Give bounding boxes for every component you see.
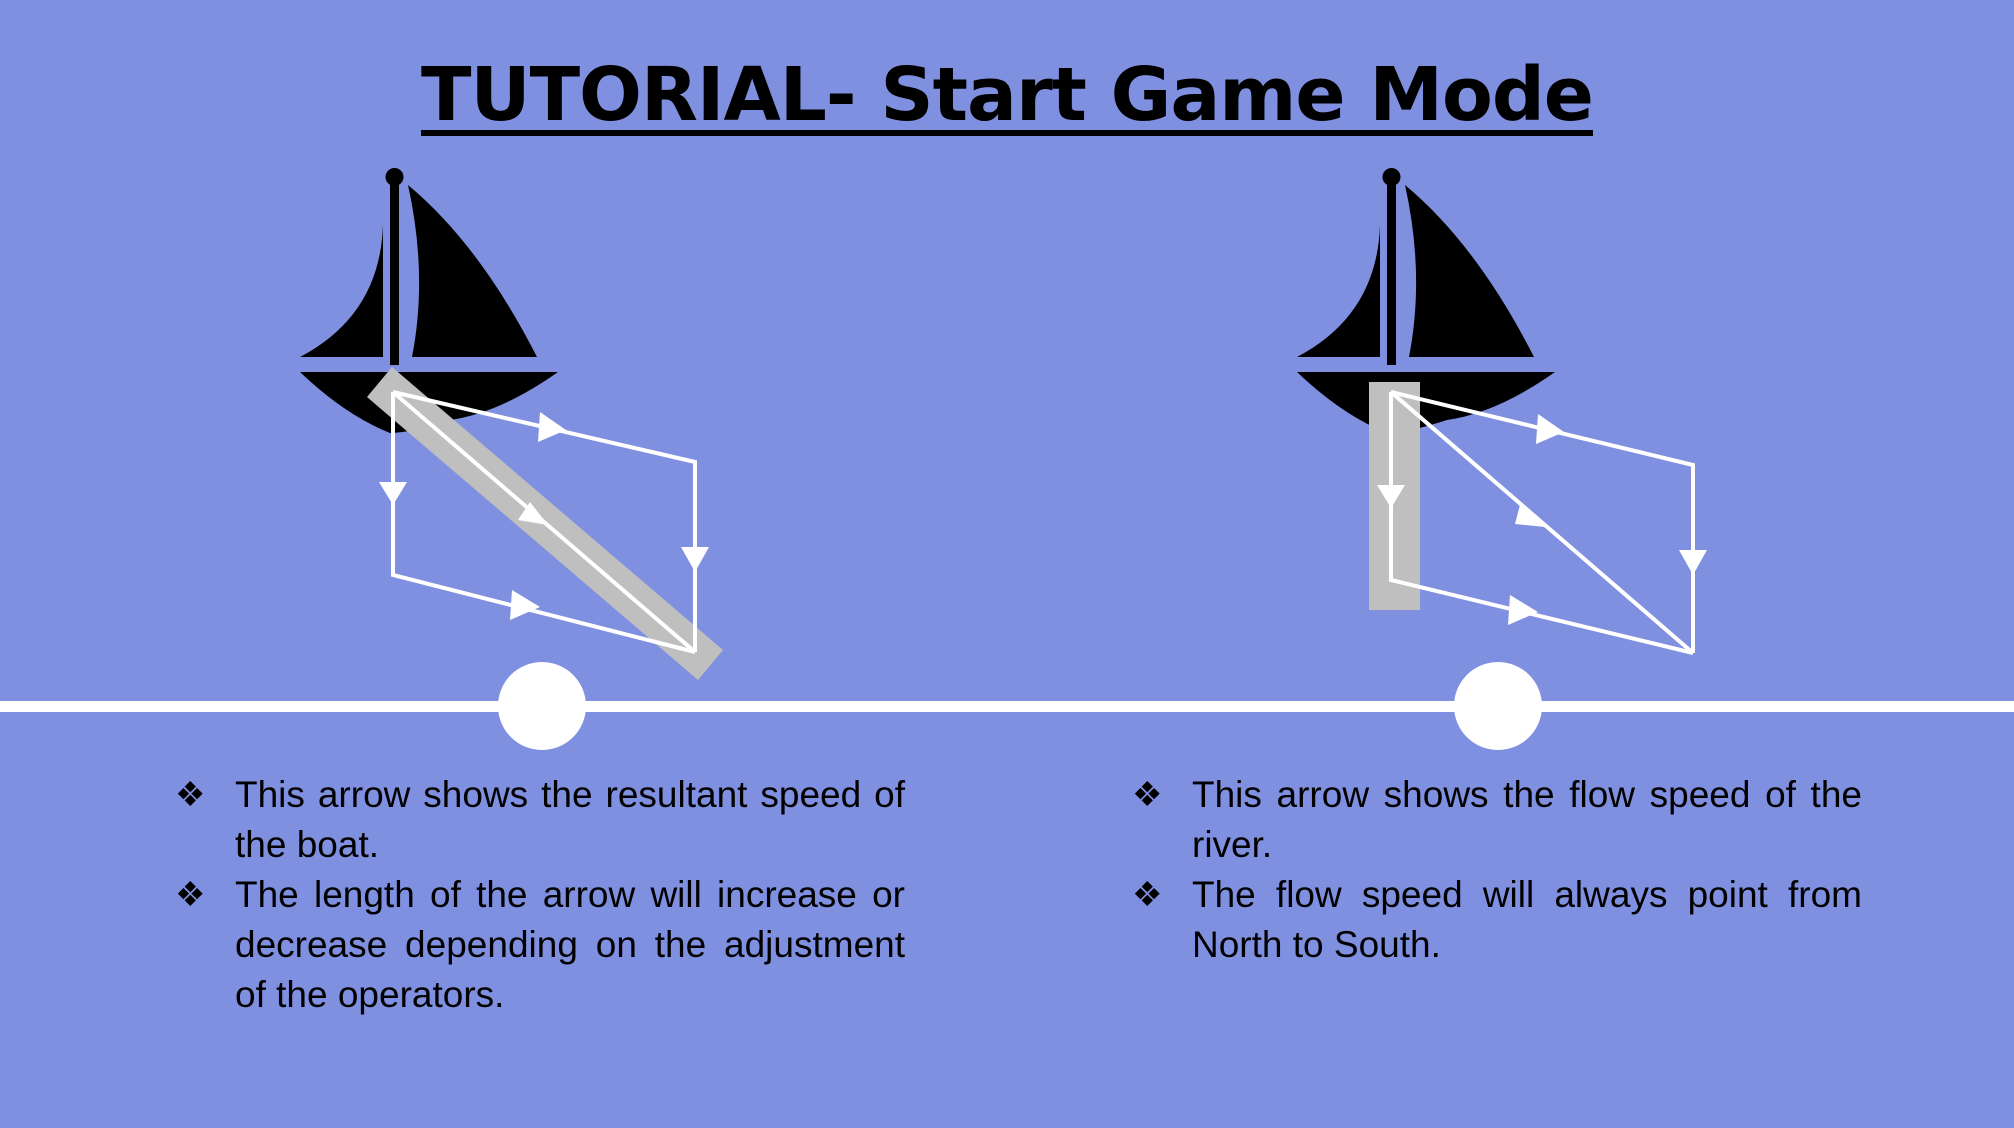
diamond-bullet-icon: ❖ — [1132, 776, 1163, 814]
list-item: ❖ The flow speed will always point from … — [1132, 870, 1862, 970]
list-item: ❖ This arrow shows the flow speed of the… — [1132, 770, 1862, 870]
diamond-bullet-icon: ❖ — [175, 776, 206, 814]
diamond-bullet-icon: ❖ — [1132, 876, 1163, 914]
left-arrowheads — [379, 412, 709, 620]
step-1-dot[interactable] — [498, 662, 586, 750]
left-notes: ❖ This arrow shows the resultant speed o… — [175, 770, 905, 1020]
list-item: ❖ The length of the arrow will increase … — [175, 870, 905, 1020]
right-boat — [1297, 168, 1555, 433]
tutorial-progress-timeline — [0, 701, 2014, 712]
right-notes: ❖ This arrow shows the flow speed of the… — [1132, 770, 1862, 970]
page-title: TUTORIAL- Start Game Mode — [421, 52, 1594, 138]
step-2-dot[interactable] — [1454, 662, 1542, 750]
left-boat — [300, 168, 558, 433]
right-arrowheads — [1377, 414, 1707, 625]
right-vector-diagram — [1389, 390, 1695, 655]
list-item: ❖ This arrow shows the resultant speed o… — [175, 770, 905, 870]
diamond-bullet-icon: ❖ — [175, 876, 206, 914]
